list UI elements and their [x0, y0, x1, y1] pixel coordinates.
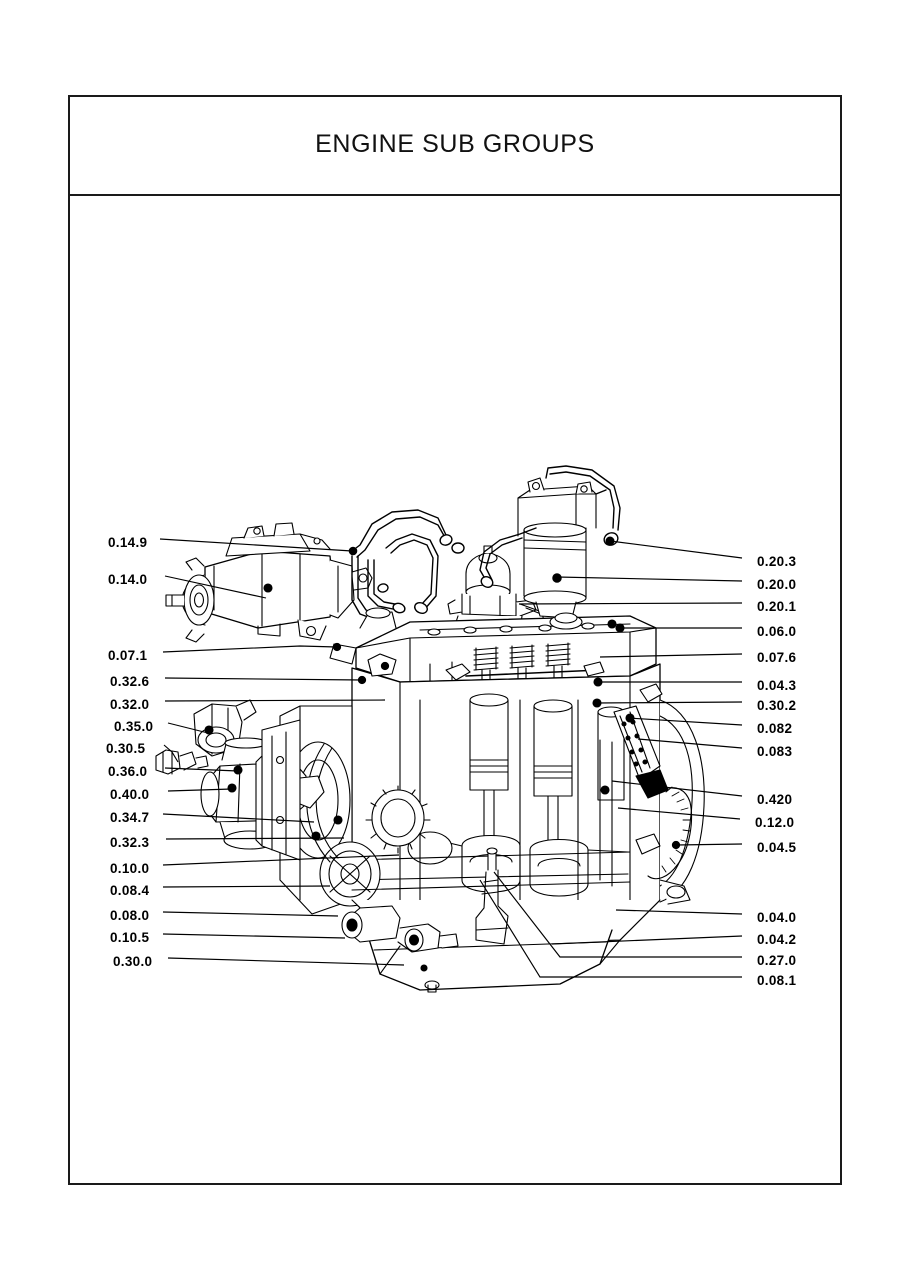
callout-label-0-36-0[interactable]: 0.36.0 — [108, 764, 148, 779]
callout-label-0-14-9[interactable]: 0.14.9 — [108, 535, 148, 550]
callout-label-0-04-0[interactable]: 0.04.0 — [757, 910, 797, 925]
callout-label-0-20-0[interactable]: 0.20.0 — [757, 577, 797, 592]
callout-label-0-20-1[interactable]: 0.20.1 — [757, 599, 797, 614]
callout-label-0-34-7[interactable]: 0.34.7 — [110, 810, 150, 825]
callout-label-0-12-0[interactable]: 0.12.0 — [755, 815, 795, 830]
title-block: ENGINE SUB GROUPS — [68, 95, 842, 196]
callout-label-0-08-4[interactable]: 0.08.4 — [110, 883, 150, 898]
callout-label-0-32-6[interactable]: 0.32.6 — [110, 674, 150, 689]
callout-label-0-07-1[interactable]: 0.07.1 — [108, 648, 148, 663]
page-title: ENGINE SUB GROUPS — [315, 130, 595, 158]
callout-label-0-32-3[interactable]: 0.32.3 — [110, 835, 150, 850]
callout-label-0-04-2[interactable]: 0.04.2 — [757, 932, 797, 947]
callout-label-0-14-0[interactable]: 0.14.0 — [108, 572, 148, 587]
callout-label-0-20-3[interactable]: 0.20.3 — [757, 554, 797, 569]
callout-label-0-07-6[interactable]: 0.07.6 — [757, 650, 797, 665]
callout-label-0-27-0[interactable]: 0.27.0 — [757, 953, 797, 968]
callout-label-0-30-2[interactable]: 0.30.2 — [757, 698, 797, 713]
callout-label-0-10-0[interactable]: 0.10.0 — [110, 861, 150, 876]
callout-label-0-10-5[interactable]: 0.10.5 — [110, 930, 150, 945]
callout-label-0-30-0[interactable]: 0.30.0 — [113, 954, 153, 969]
callout-label-0-32-0[interactable]: 0.32.0 — [110, 697, 150, 712]
callout-label-0-420[interactable]: 0.420 — [757, 792, 793, 807]
callout-label-0-08-0[interactable]: 0.08.0 — [110, 908, 150, 923]
callout-label-0-083[interactable]: 0.083 — [757, 744, 793, 759]
callout-label-0-082[interactable]: 0.082 — [757, 721, 793, 736]
callout-label-0-08-1[interactable]: 0.08.1 — [757, 973, 797, 988]
callout-label-0-35-0[interactable]: 0.35.0 — [114, 719, 154, 734]
callout-label-0-04-3[interactable]: 0.04.3 — [757, 678, 797, 693]
callout-label-0-30-5[interactable]: 0.30.5 — [106, 741, 146, 756]
callout-label-0-04-5[interactable]: 0.04.5 — [757, 840, 797, 855]
callout-label-0-40-0[interactable]: 0.40.0 — [110, 787, 150, 802]
callout-label-0-06-0[interactable]: 0.06.0 — [757, 624, 797, 639]
